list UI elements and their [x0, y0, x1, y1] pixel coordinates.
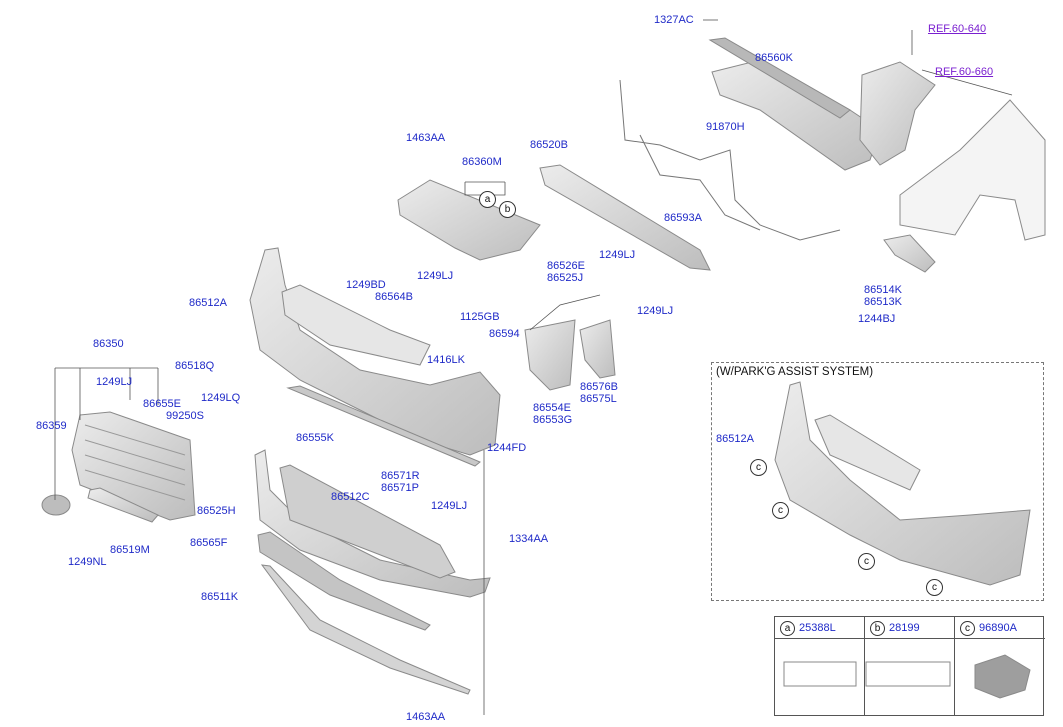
part-number-label[interactable]: 86525J — [547, 272, 584, 284]
part-number-label[interactable]: 1463AA — [406, 132, 446, 144]
part-number-label[interactable]: 1249NL — [68, 556, 107, 568]
part-number-label[interactable]: 86512C — [331, 491, 370, 503]
radiator-cover-part — [397, 179, 541, 261]
part-number-label[interactable]: 86571R — [381, 470, 420, 482]
part-number-label[interactable]: 1249LJ — [417, 270, 454, 282]
reference-link[interactable]: REF.60-640 — [928, 23, 987, 35]
part-number-label[interactable]: 1249LJ — [637, 305, 674, 317]
side-support-part — [579, 319, 616, 379]
callout-circle: c — [926, 579, 943, 596]
wiring-harness-part — [619, 79, 841, 241]
part-number-label[interactable]: 1249LQ — [201, 392, 241, 404]
part-number-label[interactable]: 86360M — [462, 156, 502, 168]
legend-blank-graphic — [865, 661, 951, 687]
part-number-label[interactable]: 86519M — [110, 544, 150, 556]
part-number-label[interactable]: 86511K — [201, 591, 239, 603]
skid-plate-part — [257, 531, 431, 631]
part-number-label[interactable]: 86520B — [530, 139, 568, 151]
legend-code: 96890A — [979, 622, 1017, 634]
legend-label-graphic — [783, 661, 857, 687]
legend-letter: c — [960, 621, 975, 636]
part-number-label[interactable]: 86350 — [93, 338, 124, 350]
bumper-cover-strip — [708, 37, 851, 119]
part-number-label[interactable]: 1249BD — [346, 279, 386, 291]
part-number-label[interactable]: 1334AA — [509, 533, 549, 545]
legend-cell-a: a 25388L — [775, 617, 865, 715]
legend-code: 28199 — [889, 622, 920, 634]
part-number-label[interactable]: 86571P — [381, 482, 419, 494]
legend-letter: a — [780, 621, 795, 636]
part-number-label[interactable]: 86575L — [580, 393, 617, 405]
part-number-label[interactable]: 86555K — [296, 432, 334, 444]
part-number-label[interactable]: 1327AC — [654, 14, 694, 26]
lower-garnish-part — [87, 487, 159, 523]
part-number-label[interactable]: 86513K — [864, 296, 902, 308]
part-number-label[interactable]: 1249LJ — [431, 500, 468, 512]
lip-part — [260, 564, 471, 695]
corner-bracket-part — [524, 319, 576, 391]
part-number-label[interactable]: 1416LK — [427, 354, 465, 366]
part-number-label[interactable]: 1244FD — [487, 442, 527, 454]
part-number-label[interactable]: 86514K — [864, 284, 902, 296]
part-number-label[interactable]: 86512A — [189, 297, 227, 309]
bumper-beam-part — [539, 164, 711, 271]
part-number-label[interactable]: 86359 — [36, 420, 67, 432]
part-number-label[interactable]: 86525H — [197, 505, 236, 517]
part-number-label[interactable]: 86593A — [664, 212, 702, 224]
legend-cell-b: b 28199 — [865, 617, 955, 715]
legend-table: a 25388L b 28199 c 96890A — [774, 616, 1045, 716]
callout-circle: c — [750, 459, 767, 476]
callout-circle: b — [499, 201, 516, 218]
inset-bumper-frame-part — [774, 381, 1031, 586]
emblem-part — [41, 494, 71, 516]
part-number-label[interactable]: 1244BJ — [858, 313, 896, 325]
legend-letter: b — [870, 621, 885, 636]
part-number-label[interactable]: 86565F — [190, 537, 228, 549]
part-number-label[interactable]: 86526E — [547, 260, 585, 272]
legend-code: 25388L — [799, 622, 836, 634]
legend-cell-c: c 96890A — [955, 617, 1045, 715]
part-number-label[interactable]: 1249LJ — [599, 249, 636, 261]
part-number-label[interactable]: 1463AA — [406, 711, 446, 723]
callout-circle: a — [479, 191, 496, 208]
part-number-label[interactable]: 99250S — [166, 410, 204, 422]
part-number-label[interactable]: 86518Q — [175, 360, 215, 372]
part-number-label[interactable]: 86512A — [716, 433, 754, 445]
parking-sensor-graphic — [974, 654, 1031, 699]
part-number-label[interactable]: 1249LJ — [96, 376, 133, 388]
side-bracket-part — [883, 234, 936, 273]
part-number-label[interactable]: 1125GB — [460, 311, 500, 323]
callout-circle: c — [858, 553, 875, 570]
reference-link[interactable]: REF.60-660 — [935, 66, 994, 78]
part-number-label[interactable]: 86554E — [533, 402, 571, 414]
lower-grille-part — [279, 464, 456, 579]
fender-part — [899, 99, 1046, 241]
part-number-label[interactable]: 86564B — [375, 291, 413, 303]
part-number-label[interactable]: 86553G — [533, 414, 573, 426]
carrier-crossbar-part — [711, 59, 881, 171]
callout-circle: c — [772, 502, 789, 519]
parking-assist-inset — [711, 362, 1044, 601]
part-number-label[interactable]: 86655E — [143, 398, 181, 410]
part-number-label[interactable]: 86576B — [580, 381, 618, 393]
part-number-label[interactable]: 86594 — [489, 328, 520, 340]
inset-title: (W/PARK'G ASSIST SYSTEM) — [716, 366, 874, 378]
lower-strip-part — [286, 385, 481, 467]
part-number-label[interactable]: 86560K — [755, 52, 793, 64]
fender-bracket-part — [859, 61, 936, 166]
part-number-label[interactable]: 91870H — [706, 121, 745, 133]
